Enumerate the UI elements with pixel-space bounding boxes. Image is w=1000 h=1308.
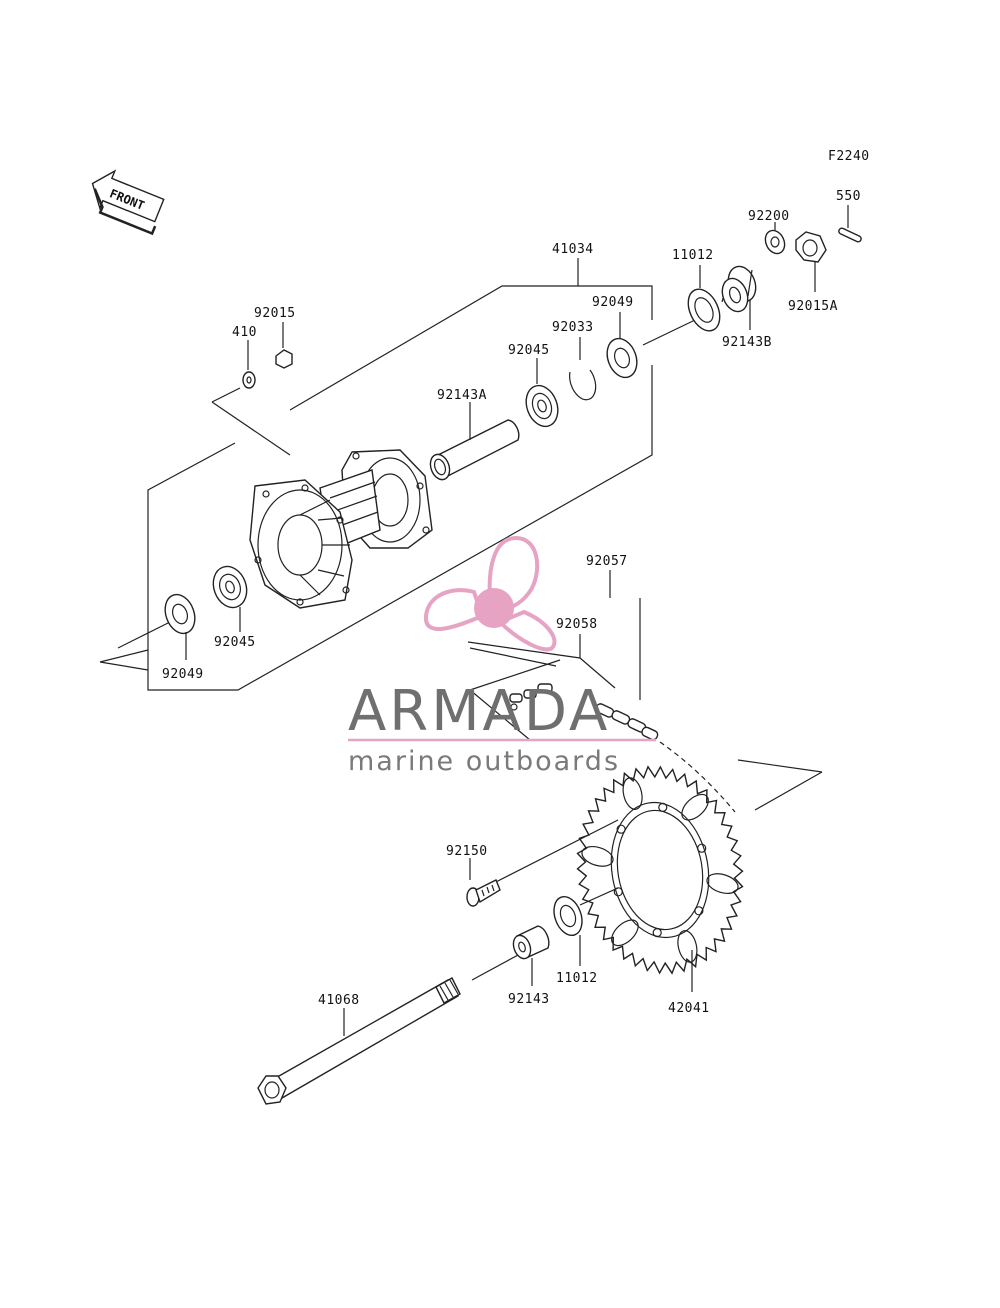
part-11012-seal-upper: 11012 <box>672 248 721 332</box>
part-92143-collar: 92143 <box>508 925 550 1007</box>
part-11012-seal-lower: 11012 <box>553 895 598 986</box>
sprocket-bolt-hole <box>616 824 626 834</box>
part-41034-hub: 41034 <box>249 242 594 609</box>
part-92015-nut: 92015 <box>254 306 296 369</box>
label-92143A: 92143A <box>437 388 487 403</box>
label-92015: 92015 <box>254 306 296 321</box>
label-92045-lower: 92045 <box>214 635 256 650</box>
part-92057-chain: 92057 <box>586 554 736 813</box>
sprocket-bolt-hole <box>613 887 623 897</box>
label-41034: 41034 <box>552 242 594 257</box>
watermark-title: ARMADA <box>348 679 610 744</box>
part-92150-bolt: 92150 <box>446 844 501 907</box>
figure-code: F2240 <box>828 149 870 164</box>
assembly-bracket-lower <box>737 759 823 811</box>
sprocket-lightening-hole <box>611 919 639 947</box>
part-92033-circlip: 92033 <box>552 320 597 401</box>
label-410: 410 <box>232 325 257 340</box>
part-92058-master-link: 92058 <box>467 617 616 741</box>
part-410-washer: 410 <box>232 325 257 389</box>
label-11012-lower: 11012 <box>556 971 598 986</box>
propeller-logo-icon <box>423 535 557 652</box>
label-11012-upper: 11012 <box>672 248 714 263</box>
label-92045-upper: 92045 <box>508 343 550 358</box>
sprocket-bolt-hole <box>697 843 707 853</box>
part-42041-sprocket: 42041 <box>576 765 744 1016</box>
label-92057: 92057 <box>586 554 628 569</box>
watermark: ARMADA marine outboards <box>348 535 656 777</box>
assembly-bracket-lines <box>99 258 653 691</box>
part-41068-axle: 41068 <box>257 977 461 1105</box>
chain-links <box>595 703 659 741</box>
part-92049-seal-upper: 92049 <box>592 295 638 379</box>
sprocket-lightening-hole <box>706 873 739 894</box>
sprocket-bolt-hole <box>694 906 704 916</box>
part-92200-washer: 92200 <box>748 209 790 255</box>
label-92150: 92150 <box>446 844 488 859</box>
label-42041: 42041 <box>668 1001 710 1016</box>
part-92143A-spacer: 92143A <box>429 388 520 481</box>
part-550-cotter-pin: 550 <box>836 189 862 243</box>
sprocket-bolt-hole <box>652 927 662 938</box>
sprocket-bolt-hole <box>658 802 668 813</box>
part-92049-seal-lower: 92049 <box>162 593 204 682</box>
sprocket-lightening-hole <box>622 777 643 810</box>
label-92143B: 92143B <box>722 335 772 350</box>
label-92015A: 92015A <box>788 299 838 314</box>
front-arrow-icon: FRONT <box>91 169 165 236</box>
label-41068: 41068 <box>318 993 360 1008</box>
label-92058: 92058 <box>556 617 598 632</box>
part-92045-bearing-lower: 92045 <box>212 565 256 650</box>
label-92143: 92143 <box>508 992 550 1007</box>
sprocket-lightening-hole <box>681 793 709 821</box>
label-92200: 92200 <box>748 209 790 224</box>
part-92143B-collar: 92143B <box>721 265 772 350</box>
label-550: 550 <box>836 189 861 204</box>
label-92033: 92033 <box>552 320 594 335</box>
part-92045-bearing-upper: 92045 <box>508 343 559 428</box>
watermark-subtitle: marine outboards <box>348 746 620 777</box>
part-92015A-nut: 92015A <box>788 231 838 314</box>
label-92049-lower: 92049 <box>162 667 204 682</box>
label-92049-upper: 92049 <box>592 295 634 310</box>
sprocket-lightening-hole <box>677 930 698 963</box>
sprocket-lightening-hole <box>581 846 614 867</box>
